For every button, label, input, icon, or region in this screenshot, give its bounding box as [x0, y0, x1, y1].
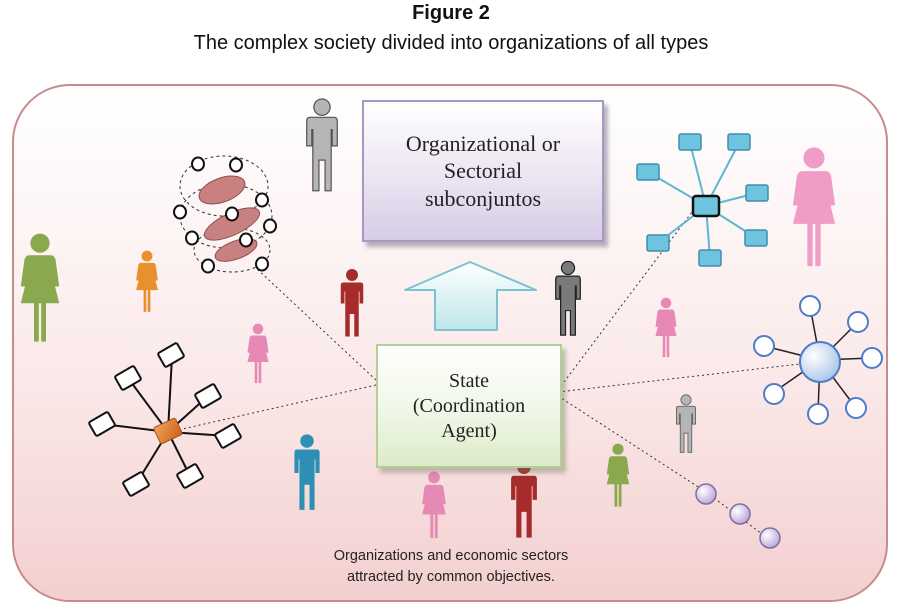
connector-lines	[177, 203, 801, 493]
person-red-man-bottom	[511, 460, 537, 538]
state-coordination-box: State (Coordination Agent)	[376, 344, 562, 468]
person-red-man-left	[340, 269, 364, 337]
stacked-organization-icon	[173, 155, 277, 274]
organizational-subsets-box: Organizational or Sectorial subconjuntos	[362, 100, 604, 242]
figure-title: The complex society divided into organiz…	[193, 32, 709, 54]
person-blue-man	[294, 434, 320, 510]
caption: Organizations and economic sectors attra…	[230, 546, 672, 588]
caption-line-2: attracted by common objectives.	[347, 569, 555, 586]
connector-to-teal-network	[557, 203, 699, 391]
person-gray-man-top	[306, 98, 338, 192]
orange-network-icon	[88, 342, 242, 497]
person-green-woman-right	[606, 443, 630, 507]
person-green-woman-left	[20, 233, 60, 342]
connector-to-blue-network	[557, 363, 801, 393]
caption-line-1: Organizations and economic sectors	[333, 548, 569, 564]
person-orange-woman	[136, 250, 158, 312]
figure-label: Figure 2	[412, 2, 490, 24]
person-dark-man	[555, 260, 581, 336]
teal-network-icon	[636, 133, 769, 267]
person-pink-woman-large	[792, 147, 836, 267]
person-pink-woman-right	[655, 297, 677, 358]
connector-to-orange-network	[177, 384, 377, 431]
person-gray-man-small	[676, 394, 696, 453]
up-arrow-icon	[404, 261, 537, 331]
connector-to-stack	[255, 267, 377, 381]
blue-network-icon	[753, 295, 883, 425]
person-pink-woman-bottom	[422, 471, 446, 539]
beads-chain-icon	[695, 483, 781, 549]
person-pink-woman-left	[247, 323, 269, 384]
